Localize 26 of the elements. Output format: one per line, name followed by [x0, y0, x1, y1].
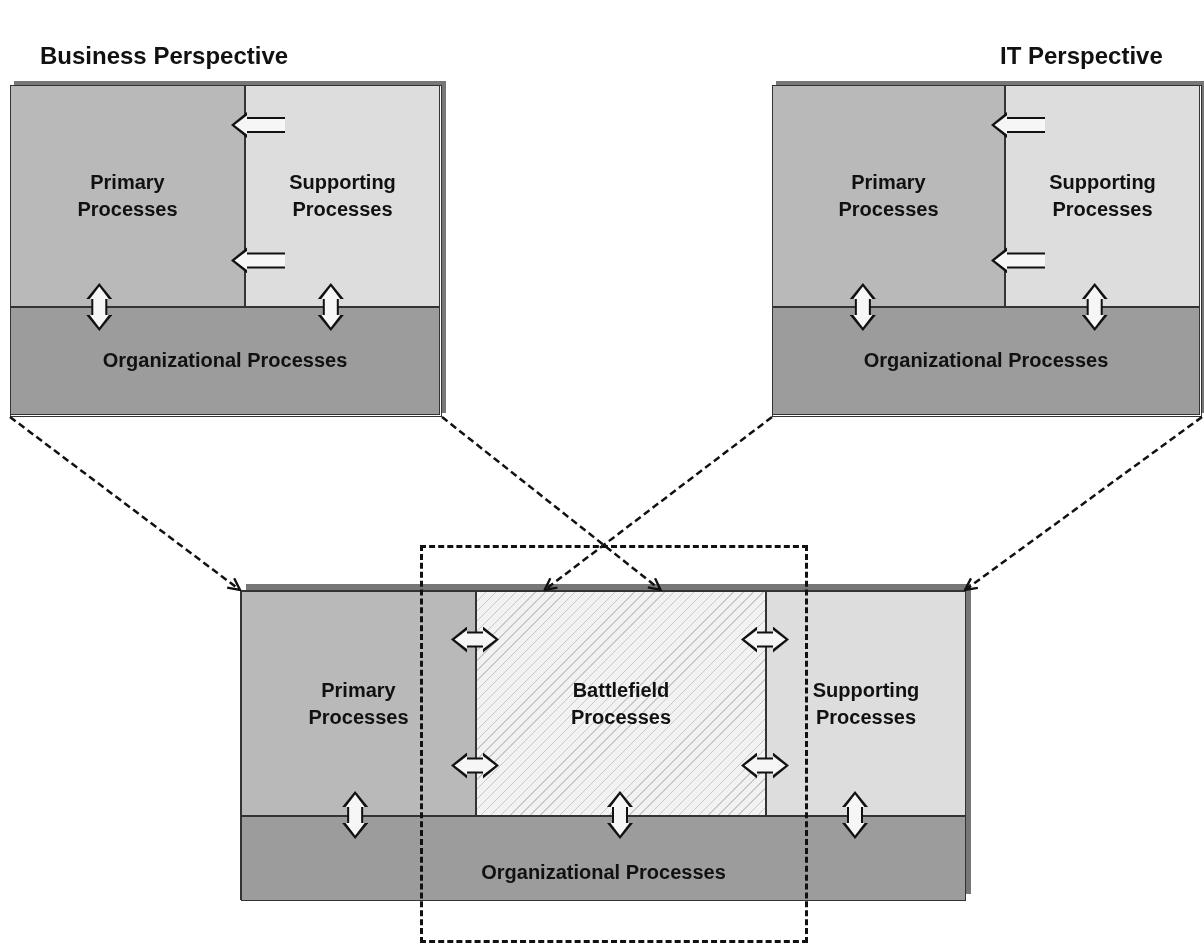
process-box — [1005, 85, 1200, 307]
dashed-arrow — [543, 416, 773, 592]
process-label: Organizational Processes — [863, 348, 1109, 373]
process-label: Battlefield Processes — [569, 677, 673, 730]
process-box — [10, 85, 245, 307]
process-label: Organizational Processes — [102, 348, 348, 373]
dashed-arrow — [963, 416, 1203, 592]
process-label: Organizational Processes — [481, 860, 726, 885]
process-label: Supporting Processes — [811, 677, 921, 730]
process-label: Supporting Processes — [1048, 170, 1157, 222]
process-label: Primary Processes — [307, 677, 410, 730]
process-box — [772, 85, 1005, 307]
process-label: Primary Processes — [76, 170, 179, 222]
perspective-heading: Business Perspective — [40, 42, 289, 70]
process-box — [241, 591, 476, 816]
process-box — [766, 591, 966, 816]
process-label: Primary Processes — [837, 170, 940, 222]
dashed-arrow — [9, 416, 242, 592]
process-label: Supporting Processes — [288, 170, 397, 222]
process-box — [241, 816, 966, 901]
process-box — [245, 85, 440, 307]
dashed-arrow — [441, 416, 662, 592]
process-box — [772, 307, 1200, 415]
perspective-heading: IT Perspective — [1000, 42, 1163, 70]
process-box — [476, 591, 766, 816]
process-box — [10, 307, 440, 415]
